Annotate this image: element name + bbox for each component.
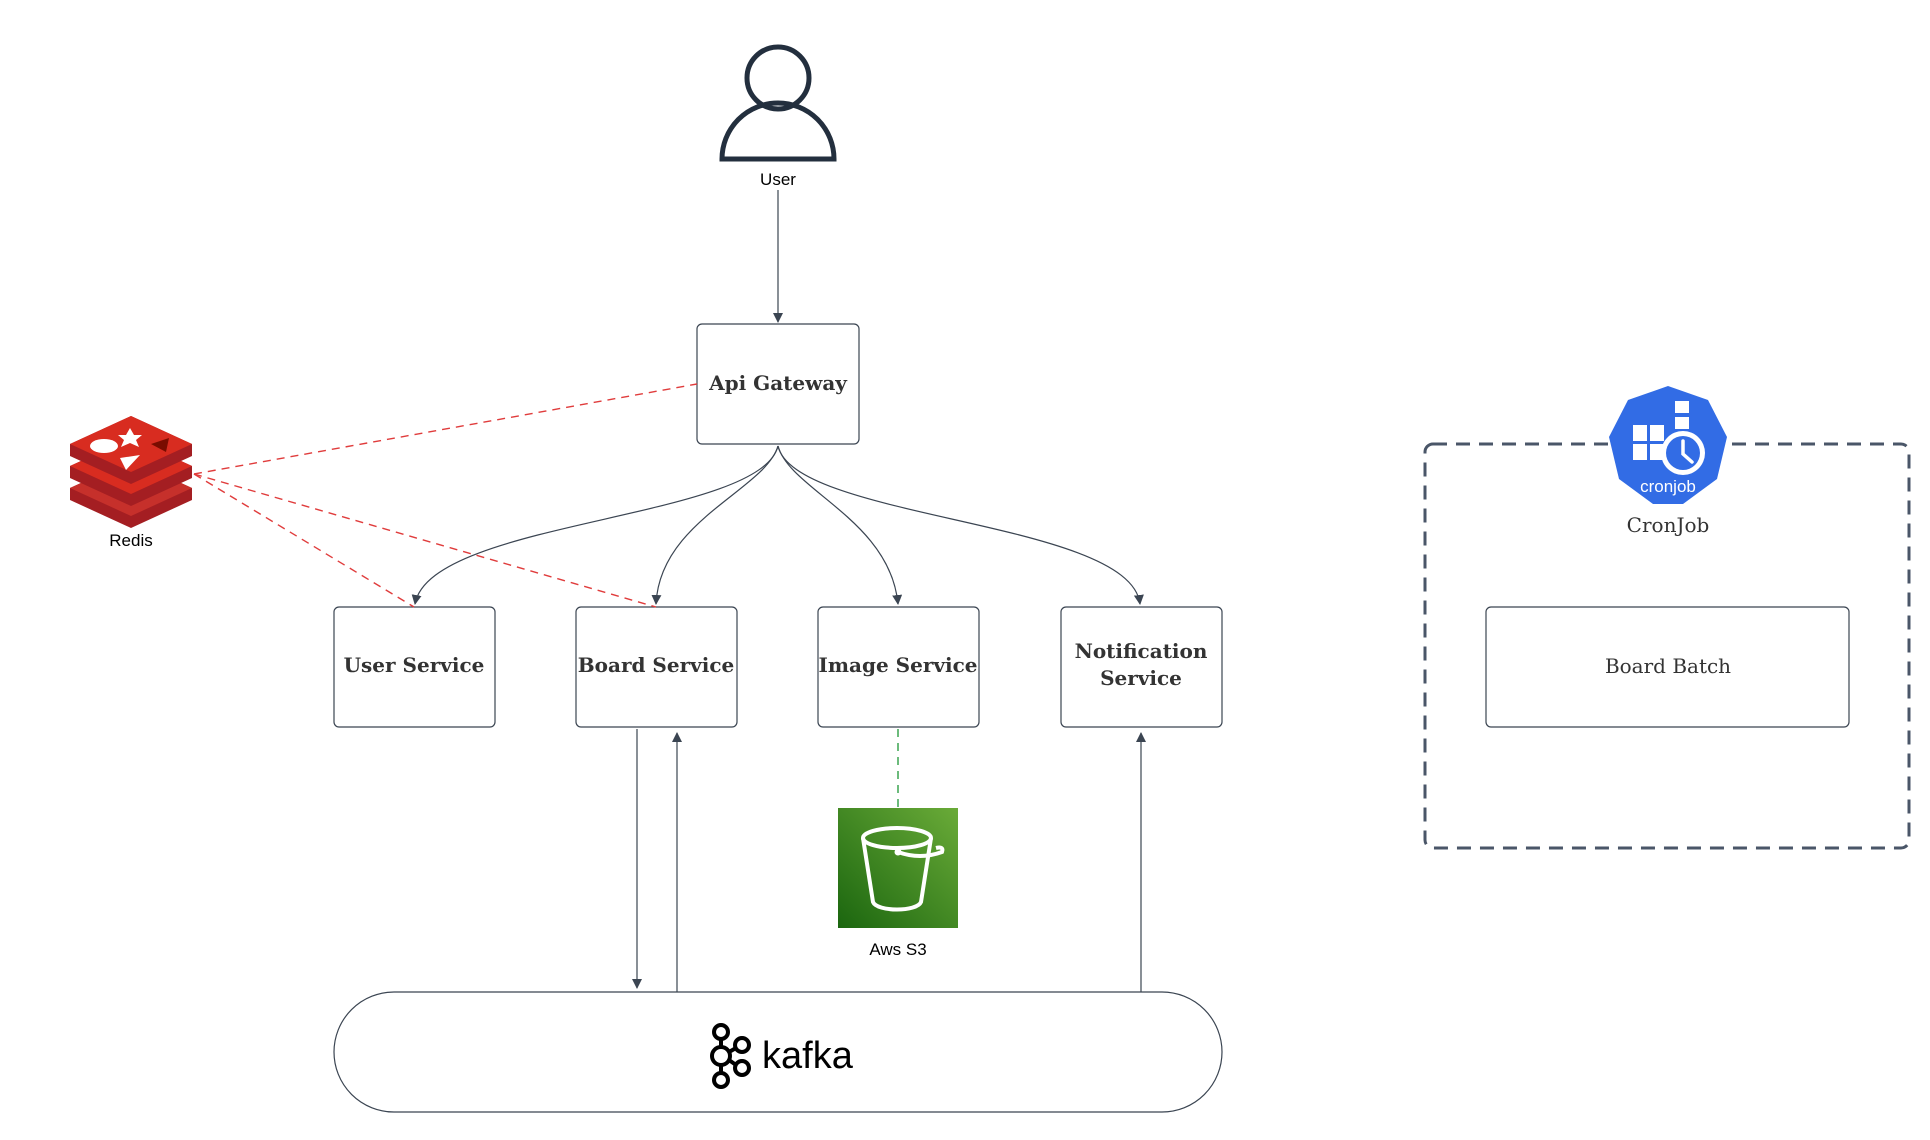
redis-cache-links — [193, 383, 698, 608]
redis-to-gateway-link — [193, 383, 698, 475]
api-gateway-label: Api Gateway — [708, 371, 848, 395]
board-batch-node[interactable]: Board Batch — [1485, 606, 1850, 728]
user-icon — [719, 44, 837, 162]
aws-s3-label: Aws S3 — [869, 940, 926, 959]
edge-gateway-to-notification-service — [777, 445, 1144, 605]
edge-gateway-to-board-service — [651, 445, 779, 605]
redis-to-user-service-link — [193, 473, 415, 608]
notification-service-label-line1: Notification — [1075, 639, 1208, 663]
user-label: User — [760, 170, 796, 189]
edge-gateway-to-user-service — [411, 445, 779, 605]
kafka-label: kafka — [762, 1035, 854, 1077]
board-service-node[interactable]: Board Service — [575, 606, 738, 728]
user-service-node[interactable]: User Service — [333, 606, 496, 728]
board-service-label: Board Service — [578, 653, 735, 677]
image-service-node[interactable]: Image Service — [817, 606, 980, 728]
user-service-label: User Service — [344, 653, 485, 677]
cronjob-badge-text: cronjob — [1640, 477, 1696, 496]
cronjob-icon: cronjob — [1609, 386, 1727, 504]
redis-label: Redis — [109, 531, 152, 550]
cronjob-label: CronJob — [1627, 513, 1710, 537]
edge-gateway-to-image-service — [777, 445, 903, 605]
redis-to-board-service-link — [193, 473, 657, 608]
aws-s3-icon — [838, 808, 958, 928]
image-service-label: Image Service — [819, 653, 978, 677]
notification-service-node[interactable]: Notification Service — [1060, 606, 1223, 728]
board-batch-label: Board Batch — [1605, 654, 1731, 678]
notification-service-label-line2: Service — [1100, 666, 1182, 690]
redis-icon — [70, 416, 192, 528]
kafka-node[interactable]: kafka — [333, 991, 1223, 1113]
api-gateway-node[interactable]: Api Gateway — [696, 323, 860, 445]
kafka-icon — [710, 1023, 751, 1089]
gateway-edges — [411, 445, 1144, 605]
